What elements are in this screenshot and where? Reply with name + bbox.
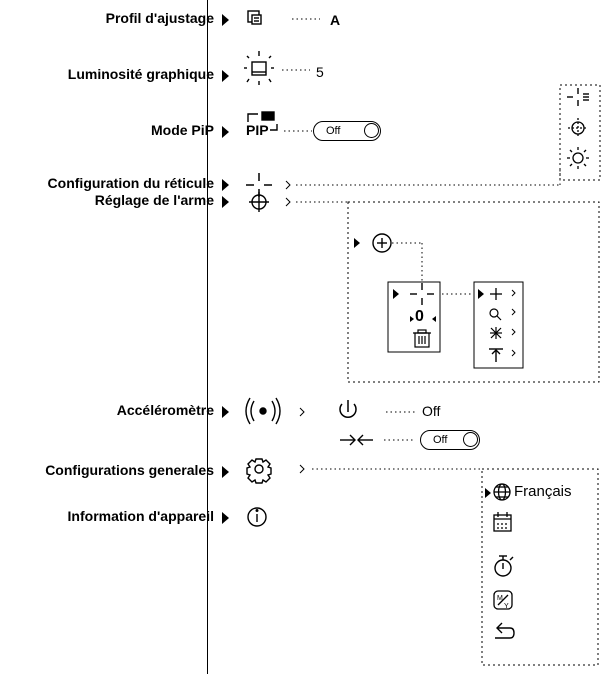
menu-label-device-info[interactable]: Information d'appareil <box>67 508 214 524</box>
timer-icon <box>494 555 514 577</box>
arrow-pip <box>222 126 229 138</box>
pip-toggle-label: Off <box>326 125 341 137</box>
reticle-submenu-box <box>559 84 601 181</box>
brightness-icon <box>244 51 274 85</box>
power-state-value: Off <box>422 403 441 419</box>
back-icon <box>495 622 515 639</box>
units-icon <box>493 590 513 610</box>
menu-label-general[interactable]: Configurations generales <box>45 462 214 478</box>
power-icon <box>339 400 357 419</box>
chevron-weapon <box>285 197 291 207</box>
reticle-type-icon <box>567 88 589 106</box>
reticle-brightness-icon <box>567 147 589 169</box>
tilt-toggle[interactable]: Off <box>420 430 480 450</box>
freeze-icon <box>490 327 502 339</box>
weapon-submenu-box <box>347 201 600 383</box>
pip-toggle[interactable]: Off <box>313 121 381 141</box>
reticle-color-icon <box>568 118 588 138</box>
arrow-weapon <box>222 196 229 208</box>
zero-marker: 0 <box>415 308 424 325</box>
arrow-general <box>222 466 229 478</box>
accelerometer-icon <box>245 397 281 425</box>
up-arrow-icon <box>489 348 503 362</box>
pip-icon-label: PIP <box>246 122 269 138</box>
profile-icon <box>247 10 262 25</box>
brightness-value: 5 <box>316 64 324 80</box>
chevron-reticle <box>285 180 291 190</box>
info-icon <box>247 507 267 527</box>
profile-value: A <box>330 12 341 28</box>
menu-label-weapon[interactable]: Réglage de l'arme <box>94 192 214 208</box>
add-profile-icon <box>372 233 392 253</box>
zoom-icon <box>489 308 502 321</box>
general-submenu-box <box>481 468 599 666</box>
menu-label-brightness[interactable]: Luminosité graphique <box>67 66 214 82</box>
menu-label-pip[interactable]: Mode PiP <box>150 122 214 138</box>
arrow-accelerometer <box>222 406 229 418</box>
gear-icon <box>246 458 272 484</box>
tilt-arrows-icon <box>340 434 373 446</box>
calendar-icon <box>493 512 512 532</box>
language-icon <box>493 483 511 501</box>
svg-text:Y: Y <box>504 603 509 610</box>
delete-icon <box>413 329 431 348</box>
menu-divider-line <box>207 0 208 674</box>
zeroing-reticle-icon <box>410 283 434 305</box>
move-arrows-icon <box>490 288 502 300</box>
toggle-knob-icon <box>463 432 478 447</box>
arrow-brightness <box>222 70 229 82</box>
selection-arrows <box>222 14 229 524</box>
menu-label-accelerometer[interactable]: Accéléromètre <box>116 402 214 418</box>
chevron-general <box>299 464 305 474</box>
pip-icon <box>247 111 278 131</box>
arrow-info <box>222 512 229 524</box>
arrow-profile <box>222 14 229 26</box>
arrow-reticle <box>222 179 229 191</box>
menu-label-reticle[interactable]: Configuration du réticule <box>47 175 214 191</box>
toggle-knob-icon <box>364 123 379 138</box>
language-value[interactable]: Français <box>514 483 572 500</box>
crosshair-target-icon <box>249 192 269 212</box>
chevron-accelerometer <box>299 407 305 417</box>
tilt-toggle-label: Off <box>433 434 448 446</box>
svg-text:M: M <box>497 595 503 602</box>
menu-label-profile[interactable]: Profil d'ajustage <box>105 10 214 26</box>
